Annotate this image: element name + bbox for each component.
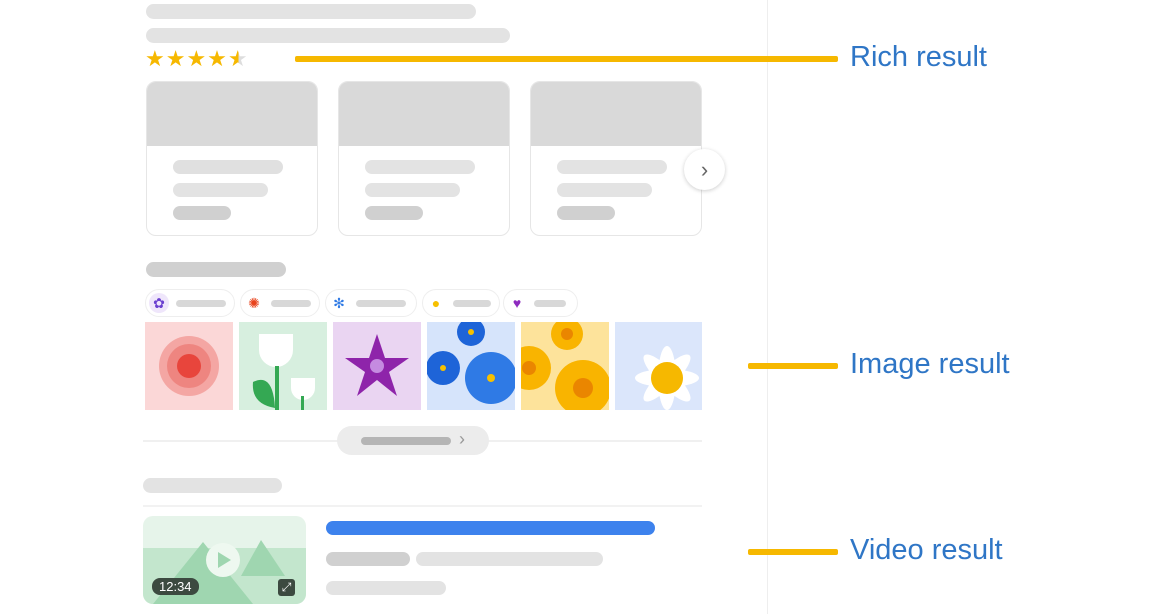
chevron-right-icon: › (700, 156, 709, 182)
more-images-button[interactable]: › (337, 426, 489, 455)
skeleton-line (326, 552, 410, 566)
chevron-right-icon: › (459, 429, 465, 449)
rich-result-pointer (295, 56, 838, 62)
carousel-next-button[interactable]: › (684, 149, 725, 190)
section-title (146, 262, 286, 277)
video-duration: 12:34 (152, 578, 199, 595)
rich-card[interactable] (338, 81, 510, 236)
filter-chip[interactable]: ✿ (145, 289, 235, 317)
rich-card[interactable] (530, 81, 702, 236)
image-thumbnail-yellow-flowers[interactable] (521, 322, 609, 410)
star-half-icon: ★ (227, 46, 249, 71)
section-title (143, 478, 282, 493)
skeleton-line (326, 581, 446, 595)
skeleton-line (416, 552, 603, 566)
star-rating: ★★★★★ (145, 46, 249, 72)
skeleton-line (146, 4, 476, 19)
flower-icon: ✿ (149, 293, 169, 313)
image-thumbnail-daisy[interactable] (615, 322, 702, 410)
flower-icon: ✻ (333, 294, 345, 311)
filter-chip[interactable]: ✻ (325, 289, 417, 317)
image-result-pointer (748, 363, 838, 369)
video-thumbnail[interactable]: 12:34 ⤢ (143, 516, 306, 604)
image-result-label: Image result (850, 348, 1010, 380)
rich-card[interactable] (146, 81, 318, 236)
filter-chip[interactable]: ✺ (240, 289, 320, 317)
flower-icon: ✺ (248, 294, 260, 311)
filter-chip[interactable]: ● (422, 289, 500, 317)
tulip-icon: ♥ (512, 295, 522, 311)
image-thumbnail-blue-flowers[interactable] (427, 322, 515, 410)
video-result-label: Video result (850, 534, 1003, 566)
video-result-pointer (748, 549, 838, 555)
image-thumbnail-rose[interactable] (145, 322, 233, 410)
divider (143, 505, 702, 507)
image-thumbnail-purple-flower[interactable] (333, 322, 421, 410)
fullscreen-icon[interactable]: ⤢ (278, 579, 295, 596)
skeleton-line (146, 28, 510, 43)
flower-icon: ● (431, 295, 441, 311)
rich-result-label: Rich result (850, 41, 987, 73)
stars-full: ★★★★ (145, 46, 228, 71)
video-title-link[interactable] (326, 521, 655, 535)
filter-chip[interactable]: ♥ (503, 289, 578, 317)
image-thumbnail-tulip[interactable] (239, 322, 327, 410)
results-panel (767, 0, 768, 614)
